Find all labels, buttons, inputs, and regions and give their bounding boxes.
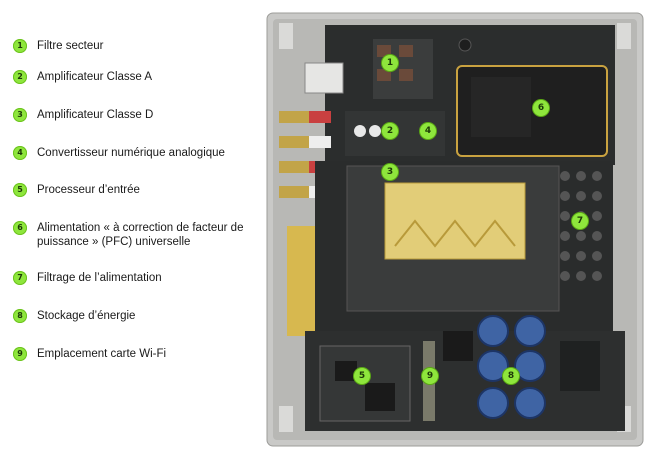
component xyxy=(399,45,413,57)
legend-label: Emplacement carte Wi-Fi xyxy=(37,348,167,360)
component xyxy=(377,45,391,57)
chip xyxy=(335,361,357,381)
legend-item-3: 3 Amplificateur Classe D xyxy=(13,108,247,122)
callout-4: 4 xyxy=(420,123,436,139)
callout-2: 2 xyxy=(382,123,398,139)
legend-badge: 8 xyxy=(13,309,27,323)
legend: 1 Filtre secteur 2 Amplificateur Classe … xyxy=(0,0,260,458)
legend-label: Amplificateur Classe A xyxy=(37,71,153,83)
legend-label: Filtre secteur xyxy=(37,40,104,52)
callout-5: 5 xyxy=(354,368,370,384)
energy-storage-capacitors xyxy=(477,315,546,419)
legend-badge: 1 xyxy=(13,39,27,53)
callout-8: 8 xyxy=(503,368,519,384)
capacitor xyxy=(458,38,472,52)
filter-inductors xyxy=(560,171,602,281)
trace-pattern xyxy=(394,219,516,248)
callout-9: 9 xyxy=(422,368,438,384)
legend-label: Stockage d’énergie xyxy=(37,310,136,322)
legend-item-5: 5 Processeur d’entrée xyxy=(13,183,247,197)
regulator xyxy=(560,341,600,391)
capacitor xyxy=(354,125,366,137)
legend-badge: 7 xyxy=(13,271,27,285)
mount-tab xyxy=(279,406,293,432)
pfc-label xyxy=(471,77,531,137)
callout-6: 6 xyxy=(533,100,549,116)
legend-badge: 3 xyxy=(13,108,27,122)
component xyxy=(377,69,391,81)
legend-label: Alimentation « à correction de facteur d… xyxy=(37,222,244,248)
amplifier-board-photo: 1 2 3 4 5 6 7 8 9 xyxy=(265,11,645,448)
legend-label: Processeur d’entrée xyxy=(37,184,140,196)
legend-item-6: 6 Alimentation « à correction de facteur… xyxy=(13,221,247,249)
callout-3: 3 xyxy=(382,164,398,180)
legend-badge: 4 xyxy=(13,146,27,160)
legend-badge: 2 xyxy=(13,70,27,84)
capacitor xyxy=(369,125,381,137)
legend-item-2: 2 Amplificateur Classe A xyxy=(13,70,247,84)
component xyxy=(399,69,413,81)
mains-connector xyxy=(304,62,344,94)
legend-item-4: 4 Convertisseur numérique analogique xyxy=(13,146,247,160)
mount-tab xyxy=(617,23,631,49)
board-illustration xyxy=(266,12,644,447)
legend-item-8: 8 Stockage d’énergie xyxy=(13,309,247,323)
mount-tab xyxy=(279,23,293,49)
legend-badge: 9 xyxy=(13,347,27,361)
legend-item-9: 9 Emplacement carte Wi-Fi xyxy=(13,347,247,361)
legend-label: Filtrage de l’alimentation xyxy=(37,272,162,284)
legend-label: Convertisseur numérique analogique xyxy=(37,147,225,159)
legend-badge: 6 xyxy=(13,221,27,235)
chip xyxy=(365,383,395,411)
legend-item-1: 1 Filtre secteur xyxy=(13,39,247,53)
legend-badge: 5 xyxy=(13,183,27,197)
legend-label: Amplificateur Classe D xyxy=(37,109,154,121)
chip xyxy=(443,331,473,361)
legend-item-7: 7 Filtrage de l’alimentation xyxy=(13,271,247,285)
callout-1: 1 xyxy=(382,55,398,71)
callout-7: 7 xyxy=(572,213,588,229)
